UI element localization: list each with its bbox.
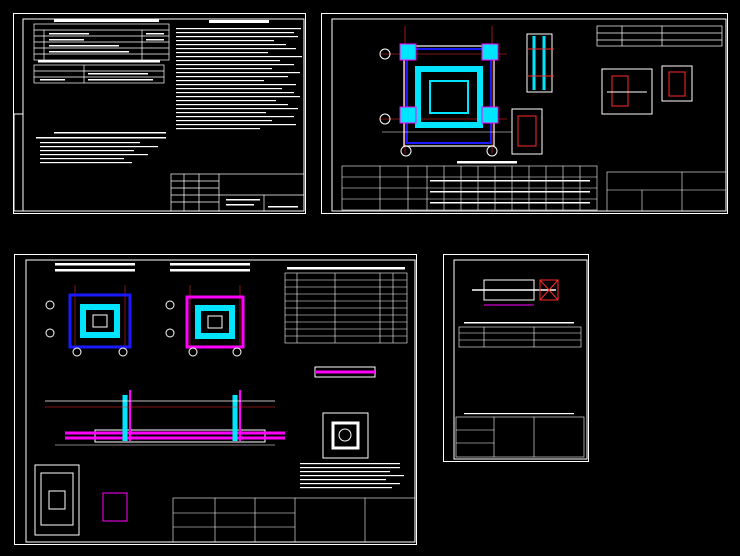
anchor-schedule-table xyxy=(341,165,598,211)
node-table xyxy=(458,326,582,348)
detail-small-right xyxy=(601,65,693,115)
drawing-sheet-foundation-detail[interactable] xyxy=(14,254,417,545)
drawing-sheet-general-notes[interactable] xyxy=(13,13,306,214)
section-1-1 xyxy=(45,390,285,446)
plan-view-left xyxy=(45,285,132,357)
spec-table xyxy=(284,272,408,344)
foundation-plan xyxy=(379,26,512,157)
section-3-3 xyxy=(322,412,369,459)
detail-bolts xyxy=(511,33,554,155)
section-2-2 xyxy=(314,366,376,378)
sheet-3-graphics xyxy=(25,259,416,543)
plan-view-right xyxy=(165,285,245,357)
detail-insert xyxy=(34,464,128,536)
sheet-2-graphics xyxy=(331,18,727,212)
sheet-4-graphics xyxy=(453,259,588,460)
drawing-sheet-node-detail[interactable] xyxy=(443,254,589,462)
drawing-sheet-anchor-plan[interactable] xyxy=(321,13,728,214)
sheet-1-graphics xyxy=(14,18,305,212)
node-detail xyxy=(472,279,559,306)
